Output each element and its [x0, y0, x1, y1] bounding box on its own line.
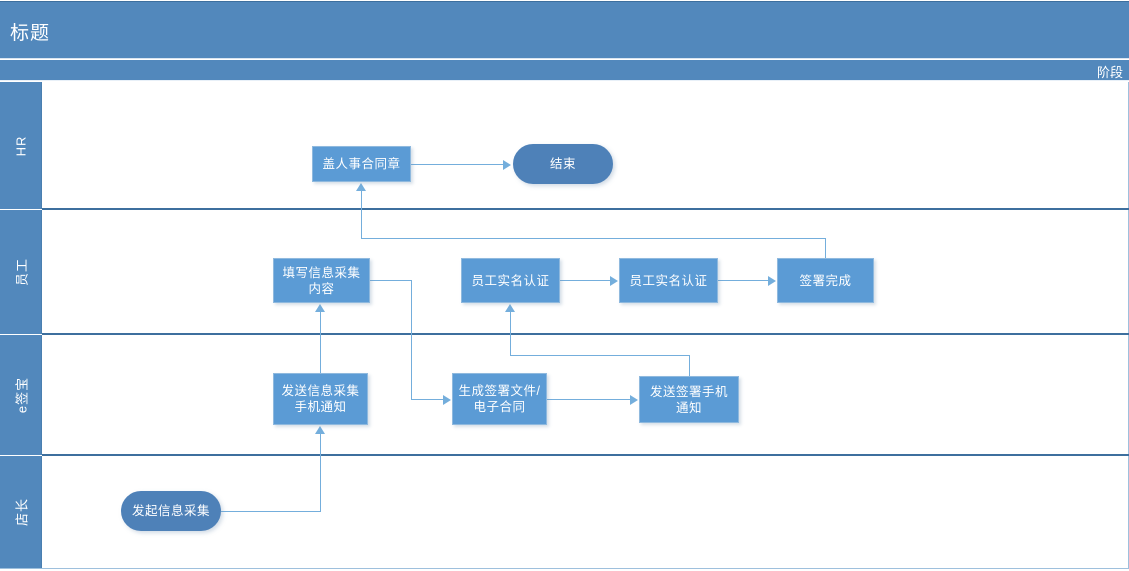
connector-gen-doc-to-notify-sign-arrow [630, 395, 638, 405]
lane-label-esign: e签宝 [0, 335, 42, 455]
connector-notify-sign-to-verify1-arrow [505, 304, 515, 312]
node-sign-complete[interactable]: 签署完成 [777, 258, 874, 303]
connector-start-to-notify-collect-arrow [315, 426, 325, 434]
lane-body-manager [42, 456, 1129, 568]
connector-sign-done-to-seal-h [361, 238, 826, 239]
node-send-collect-sms[interactable]: 发送信息采集手机通知 [273, 373, 368, 425]
lane-label-staff: 员工 [0, 210, 42, 334]
lane-label-esign-text: e签宝 [14, 376, 29, 414]
node-employee-verify-1[interactable]: 员工实名认证 [461, 258, 560, 303]
lane-divider-2 [42, 333, 1129, 335]
diagram-title-bar: 标题 [0, 1, 1129, 59]
connector-verify1-to-verify2-h [560, 280, 611, 281]
connector-notify-sign-to-verify1-h [510, 355, 690, 356]
lane-divider-1 [42, 208, 1129, 210]
lane-label-staff-text: 员工 [14, 257, 29, 287]
lane-label-manager: 店长 [0, 456, 42, 568]
lane-label-hr: HR [0, 82, 42, 209]
lane-frame-bottom [0, 568, 1129, 569]
connector-seal-to-end-h [411, 164, 504, 165]
node-send-sign-sms[interactable]: 发送签署手机通知 [639, 376, 739, 423]
connector-notify-collect-to-fill-v [320, 312, 321, 373]
lane-label-hr-text: HR [13, 135, 28, 156]
connector-sign-done-to-seal-v2 [361, 191, 362, 239]
lane-manager: 店长 [0, 456, 1129, 568]
connector-notify-sign-to-verify1-v1 [689, 355, 690, 377]
connector-gen-doc-to-notify-sign-h [547, 399, 631, 400]
connector-verify1-to-verify2-arrow [610, 276, 618, 286]
connector-fill-to-gen-doc-h2 [411, 399, 444, 400]
connector-fill-to-gen-doc-arrow [443, 395, 451, 405]
lane-staff: 员工 [0, 210, 1129, 334]
lane-divider-3 [42, 454, 1129, 456]
lane-label-manager-text: 店长 [14, 497, 29, 527]
connector-fill-to-gen-doc-v [411, 280, 412, 399]
phase-label: 阶段 [1096, 65, 1123, 80]
node-start-collect[interactable]: 发起信息采集 [121, 491, 221, 531]
node-end[interactable]: 结束 [513, 144, 613, 184]
node-fill-collect-info[interactable]: 填写信息采集内容 [273, 258, 370, 303]
node-seal-contract[interactable]: 盖人事合同章 [312, 146, 411, 182]
connector-notify-collect-to-fill-arrow [315, 304, 325, 312]
lane-body-esign [42, 335, 1129, 455]
node-employee-verify-2[interactable]: 员工实名认证 [619, 258, 718, 303]
connector-verify2-to-sign-done-h [718, 280, 769, 281]
connector-notify-sign-to-verify1-v2 [510, 312, 511, 356]
connector-sign-done-to-seal-arrow [356, 183, 366, 191]
phase-bar: 阶段 [0, 60, 1129, 81]
connector-start-to-notify-collect-v [320, 434, 321, 512]
page-title: 标题 [10, 23, 51, 44]
lane-body-staff [42, 210, 1129, 334]
lane-esign: e签宝 [0, 335, 1129, 455]
connector-sign-done-to-seal-v1 [825, 238, 826, 259]
connector-fill-to-gen-doc-h1 [370, 280, 412, 281]
connector-verify2-to-sign-done-arrow [768, 276, 776, 286]
connector-seal-to-end-arrow [503, 160, 511, 170]
node-generate-contract[interactable]: 生成签署文件/电子合同 [452, 373, 547, 425]
connector-start-to-notify-collect-h [221, 511, 321, 512]
